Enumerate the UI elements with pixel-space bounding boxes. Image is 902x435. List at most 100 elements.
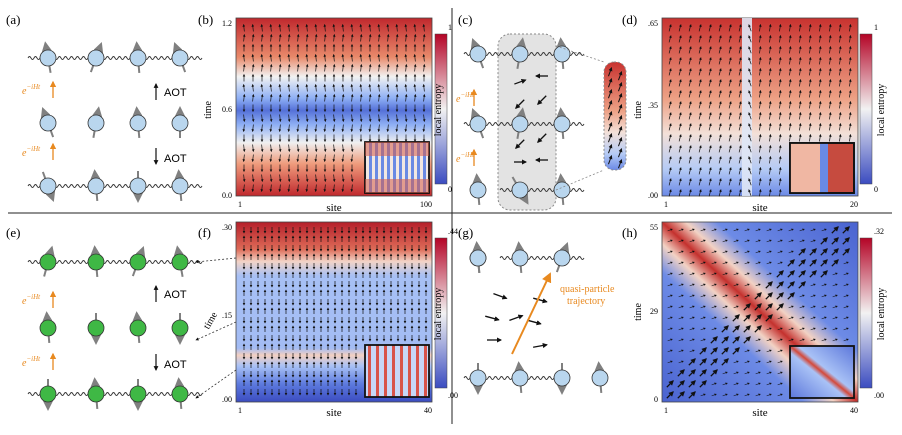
- field-arrow: [607, 111, 613, 121]
- field-arrow: [699, 347, 707, 355]
- field-arrow: [755, 261, 761, 265]
- field-arrow: [748, 57, 752, 65]
- field-arrow: [777, 228, 783, 232]
- field-arrow: [359, 63, 363, 72]
- field-arrow: [828, 123, 832, 131]
- field-arrow: [698, 178, 702, 186]
- field-arrow: [314, 33, 318, 42]
- field-arrow: [305, 83, 309, 92]
- field-arrow: [617, 148, 623, 158]
- field-arrow: [314, 114, 318, 123]
- field-arrow: [777, 327, 783, 331]
- panel-d-cbar-label: local entropy: [876, 84, 887, 136]
- field-arrow: [422, 33, 426, 42]
- field-arrow: [755, 349, 761, 353]
- field-arrow: [810, 305, 816, 309]
- panel-f-ylabel: time: [202, 310, 221, 331]
- field-arrow: [314, 174, 318, 183]
- field-arrow: [527, 319, 542, 326]
- field-arrow: [718, 57, 722, 65]
- panel-d-ylabel: time: [633, 101, 644, 119]
- field-arrow: [350, 33, 354, 42]
- field-arrow: [422, 23, 426, 32]
- field-arrow: [758, 68, 762, 76]
- field-arrow: [768, 46, 772, 54]
- field-arrow: [799, 316, 805, 320]
- field-arrow: [422, 93, 426, 102]
- field-arrow: [242, 114, 246, 123]
- field-arrow: [718, 79, 722, 87]
- field-arrow: [738, 35, 742, 43]
- field-arrow: [404, 63, 408, 72]
- panel-b-label: (b): [198, 12, 213, 27]
- qubit: [511, 115, 529, 133]
- panel-c-field-arrows: [514, 73, 548, 165]
- field-arrow: [708, 101, 712, 109]
- qubit: [87, 253, 105, 271]
- field-arrow: [810, 283, 816, 287]
- field-arrow: [828, 24, 832, 32]
- aot-up-label: AOT: [164, 87, 187, 99]
- field-arrow: [820, 259, 828, 267]
- field-arrow: [828, 134, 832, 142]
- field-arrow: [607, 100, 613, 110]
- panel-h-label: (h): [622, 225, 637, 240]
- panel-d-xtick-right: 20: [850, 200, 858, 209]
- field-arrow: [758, 189, 762, 197]
- field-arrow: [350, 184, 354, 193]
- field-arrow: [677, 391, 685, 399]
- field-arrow: [323, 184, 327, 193]
- field-arrow: [296, 114, 300, 123]
- field-arrow: [269, 184, 273, 193]
- field-arrow: [305, 144, 309, 153]
- field-arrow: [768, 68, 772, 76]
- field-arrow: [667, 261, 673, 265]
- panel-d-arrows: [668, 24, 852, 197]
- field-arrow: [758, 79, 762, 87]
- field-arrow: [700, 239, 706, 243]
- qubit: [87, 114, 105, 132]
- field-arrow: [698, 90, 702, 98]
- field-arrow: [748, 46, 752, 54]
- panel-g-label: (g): [458, 225, 473, 240]
- field-arrow: [667, 294, 673, 298]
- field-arrow: [278, 63, 282, 72]
- panel-h-ytick-top: 55: [650, 223, 658, 232]
- field-arrow: [768, 134, 772, 142]
- field-arrow: [323, 53, 327, 62]
- field-arrow: [314, 124, 318, 133]
- qubit: [469, 181, 487, 199]
- panel-b-xtick-right: 100: [420, 200, 432, 209]
- field-arrow: [689, 283, 695, 287]
- field-arrow: [688, 178, 692, 186]
- field-arrow: [413, 63, 417, 72]
- field-arrow: [368, 53, 372, 62]
- field-arrow: [404, 93, 408, 102]
- field-arrow: [711, 261, 717, 265]
- field-arrow: [778, 101, 782, 109]
- field-arrow: [718, 167, 722, 175]
- field-arrow: [755, 239, 761, 243]
- qubit: [171, 385, 189, 403]
- field-arrow: [738, 112, 742, 120]
- panel-d-ytick-top: .65: [648, 19, 658, 28]
- field-arrow: [377, 63, 381, 72]
- field-arrow: [765, 292, 773, 300]
- field-arrow: [668, 24, 672, 32]
- field-arrow: [269, 174, 273, 183]
- field-arrow: [607, 133, 613, 143]
- field-arrow: [678, 57, 682, 65]
- field-arrow: [688, 101, 692, 109]
- field-arrow: [678, 272, 684, 276]
- field-arrow: [718, 156, 722, 164]
- field-arrow: [788, 250, 794, 254]
- panel-b-colorbar: [434, 33, 448, 185]
- field-arrow: [688, 167, 692, 175]
- field-arrow: [678, 156, 682, 164]
- field-arrow: [287, 154, 291, 163]
- panel-b: (b) 1.2 0.6 0.0 time 1 100 site 1 0 loca…: [198, 12, 452, 214]
- field-arrow: [251, 83, 255, 92]
- field-arrow: [537, 95, 547, 105]
- qubit: [39, 385, 57, 403]
- field-arrow: [260, 124, 264, 133]
